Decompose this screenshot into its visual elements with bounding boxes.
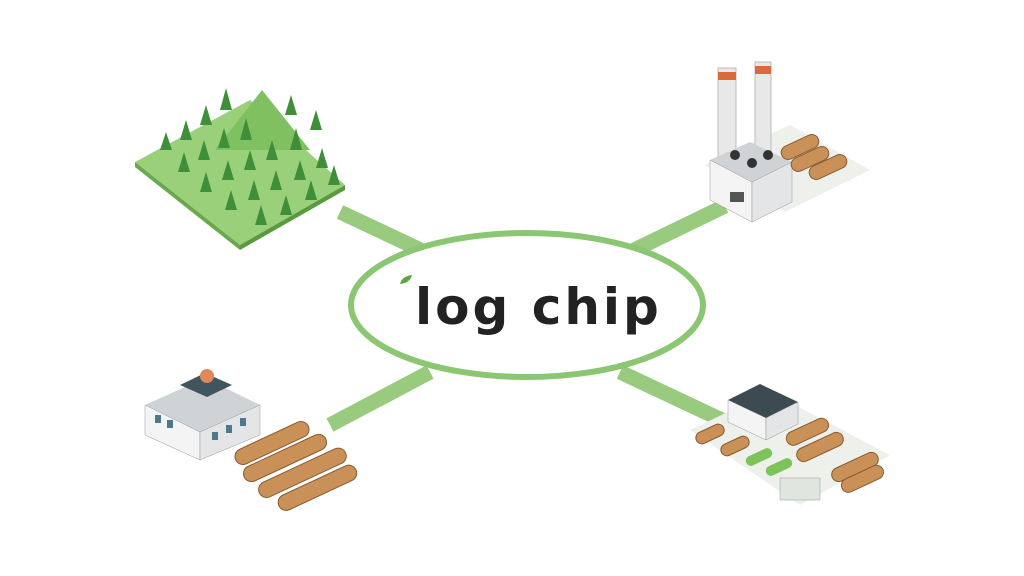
forest-icon [135,88,345,250]
warehouse-logs-icon [144,369,358,511]
connector-forest [336,205,429,259]
leaf-icon [400,275,412,284]
power-plant-icon [705,61,870,223]
center-ellipse [348,230,706,380]
lumber-yard-icon [690,384,890,505]
connector-warehouse [326,365,434,432]
logo-text: log chip [415,278,662,336]
connector-power-plant [626,199,729,259]
connector-lumber-yard [616,365,726,427]
